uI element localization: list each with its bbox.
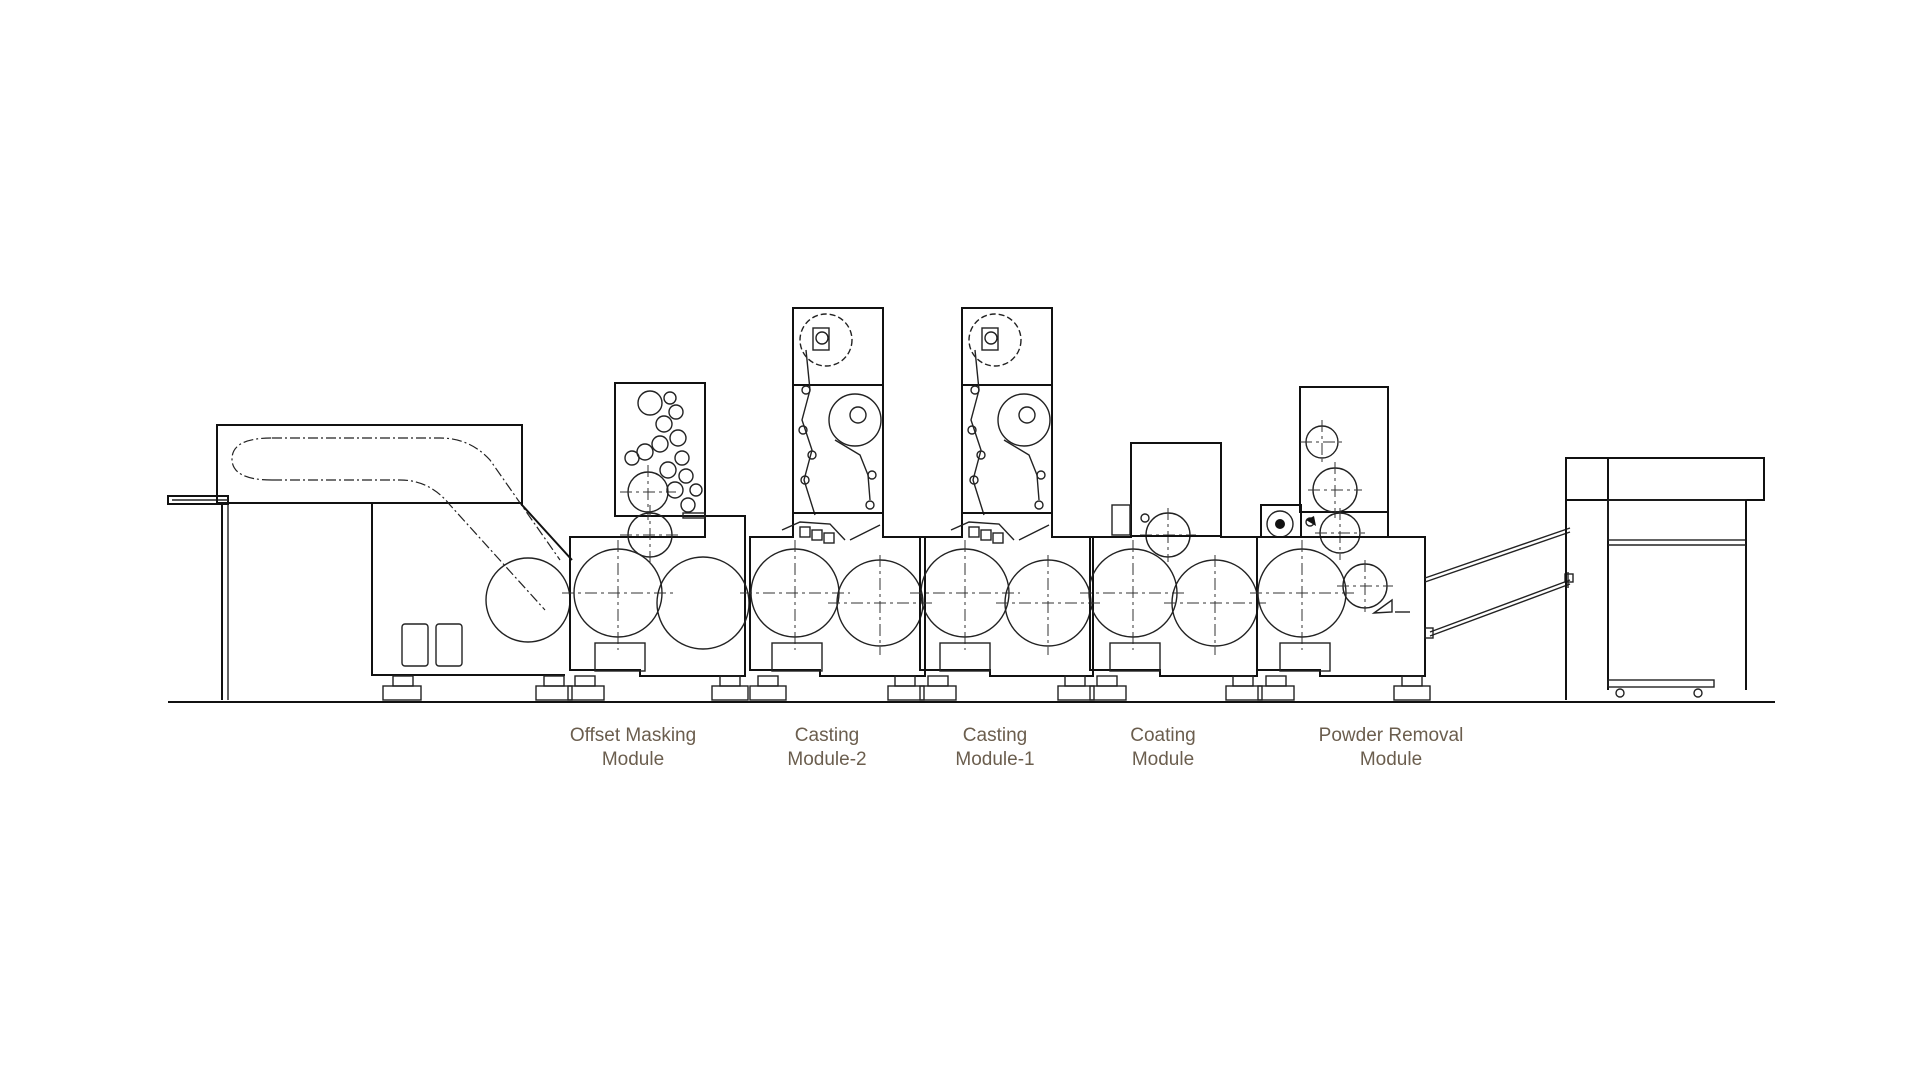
powder-removal-module-drawing	[1250, 386, 1431, 701]
offset-masking-module-label: Offset Masking Module	[570, 724, 696, 772]
feeder-unit	[167, 424, 573, 701]
coating-module-drawing	[1080, 442, 1266, 701]
powder-removal-label-line1: Powder Removal	[1318, 725, 1464, 746]
casting-module-1-label: Casting Module-1	[955, 724, 1034, 772]
casting-module-2-label: Casting Module-2	[787, 724, 866, 772]
casting-module-2-drawing	[740, 307, 932, 701]
casting-1-label-line2: Module-1	[955, 749, 1035, 770]
coating-label-line1: Coating	[1130, 725, 1196, 746]
powder-removal-module-label: Powder Removal Module	[1319, 724, 1464, 772]
casting-2-label-line2: Module-2	[787, 749, 867, 770]
powder-removal-label-line2: Module	[1359, 749, 1423, 770]
delivery-conveyor	[1424, 527, 1574, 639]
casting-module-1-drawing	[910, 307, 1100, 701]
casting-2-label-line1: Casting	[794, 725, 860, 746]
offset-masking-label-line2: Module	[601, 749, 665, 770]
coating-label-line2: Module	[1131, 749, 1195, 770]
offset-masking-module-drawing	[562, 382, 750, 701]
offset-masking-label-line1: Offset Masking	[569, 725, 697, 746]
coating-module-label: Coating Module	[1130, 724, 1196, 772]
delivery-unit	[1565, 457, 1765, 700]
casting-1-label-line1: Casting	[962, 725, 1028, 746]
